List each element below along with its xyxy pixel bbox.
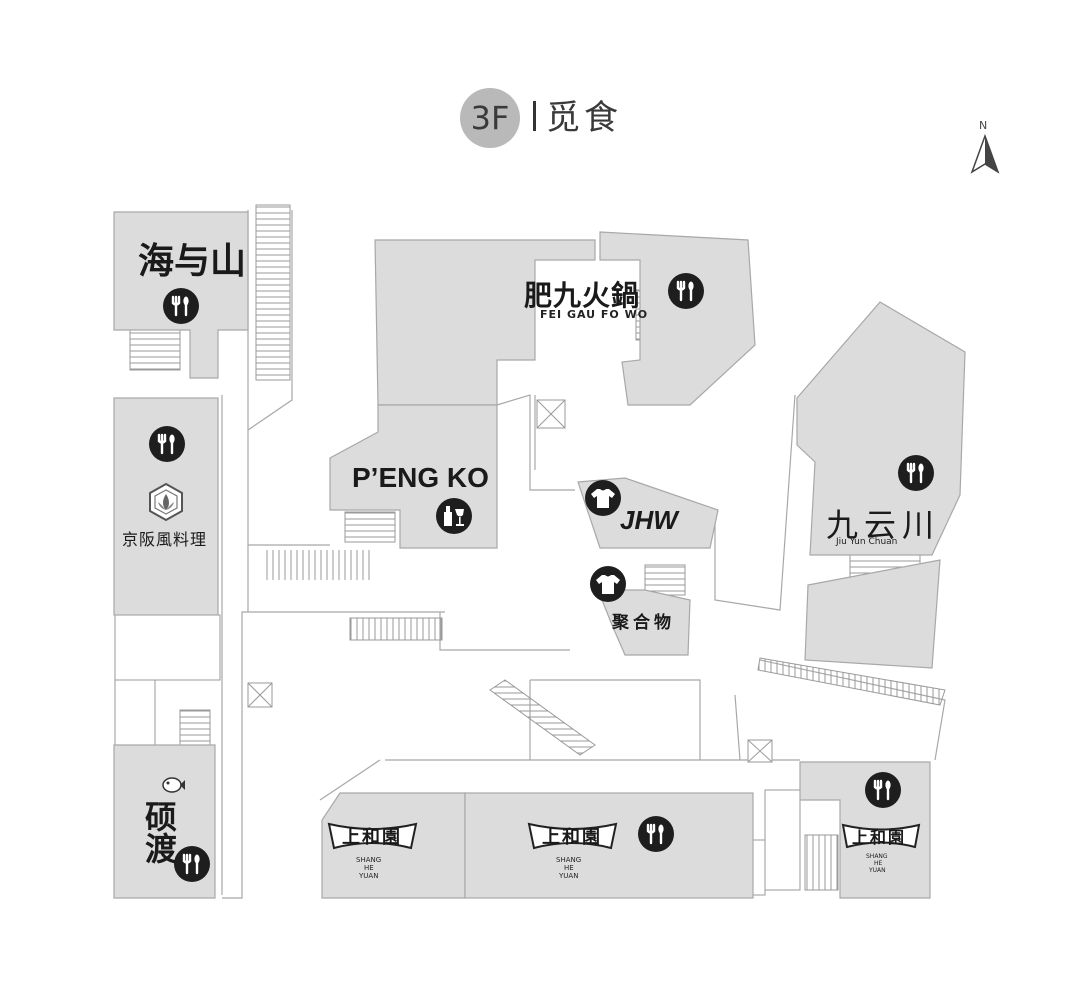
store-name-juhewu: 聚合物 xyxy=(612,613,675,633)
store-name-japanese: 京阪風料理 xyxy=(122,530,208,549)
corridors xyxy=(221,210,946,899)
store-name-shuo-du: 硕渡 xyxy=(140,800,178,864)
block-jiuyunchuan-bottom xyxy=(804,559,941,669)
store-name-jiu-yun-chuan: 九云川 xyxy=(826,506,941,544)
store-latin-shanghe-2-b: HE xyxy=(564,864,574,872)
store-latin-jiu-yun-chuan: Jiu Yun Chuan xyxy=(836,537,898,547)
wine-bottle-icon[interactable] xyxy=(436,498,472,534)
block-juhewu xyxy=(597,589,691,656)
banner-shanghe-1 xyxy=(327,822,418,850)
lotus-crest-icon xyxy=(149,482,183,522)
block-feigau-left xyxy=(374,239,596,406)
fork-knife-icon[interactable] xyxy=(163,288,199,324)
store-name-jhw: JHW xyxy=(620,505,678,535)
compass-icon xyxy=(970,134,1000,174)
store-name-feigau: 肥九火鍋 xyxy=(524,279,641,312)
title-separator xyxy=(533,101,536,131)
pufferfish-icon xyxy=(162,777,185,793)
fork-knife-icon[interactable] xyxy=(638,816,674,852)
store-latin-shanghe-3-a: SHANG xyxy=(866,853,888,860)
store-name-shanghe-2: 上和園 xyxy=(542,827,602,848)
fork-knife-icon[interactable] xyxy=(898,455,934,491)
store-latin-shanghe-3-c: YUAN xyxy=(869,867,886,874)
tshirt-icon[interactable] xyxy=(585,480,621,516)
store-name-hai-yu-shan: 海与山 xyxy=(138,240,247,282)
fork-knife-icon[interactable] xyxy=(668,273,704,309)
store-latin-shanghe-1-a: SHANG xyxy=(356,856,382,864)
fork-knife-icon[interactable] xyxy=(174,846,210,882)
store-name-shanghe-3: 上和園 xyxy=(852,828,907,847)
store-latin-feigau: FEI GAU FO WO xyxy=(540,308,649,321)
block-feigau-right xyxy=(599,231,756,406)
banner-shanghe-2 xyxy=(527,822,618,850)
store-latin-shanghe-2-c: YUAN xyxy=(559,872,579,880)
floor-level-badge: 3F xyxy=(460,88,520,148)
store-name-shanghe-1: 上和園 xyxy=(342,827,402,848)
store-latin-shanghe-1-b: HE xyxy=(364,864,374,872)
tshirt-icon[interactable] xyxy=(590,566,626,602)
fork-knife-icon[interactable] xyxy=(865,772,901,808)
block-jiuyunchuan-top xyxy=(796,301,966,556)
fork-knife-icon[interactable] xyxy=(149,426,185,462)
compass-north-label: N xyxy=(979,119,988,132)
store-latin-shanghe-2-a: SHANG xyxy=(556,856,582,864)
store-latin-shanghe-1-c: YUAN xyxy=(359,872,379,880)
floor-title: 觅食 xyxy=(546,98,622,138)
store-name-pengko: P’ENG KO xyxy=(352,462,489,493)
banner-shanghe-3 xyxy=(841,823,921,849)
store-latin-shanghe-3-b: HE xyxy=(874,860,883,867)
